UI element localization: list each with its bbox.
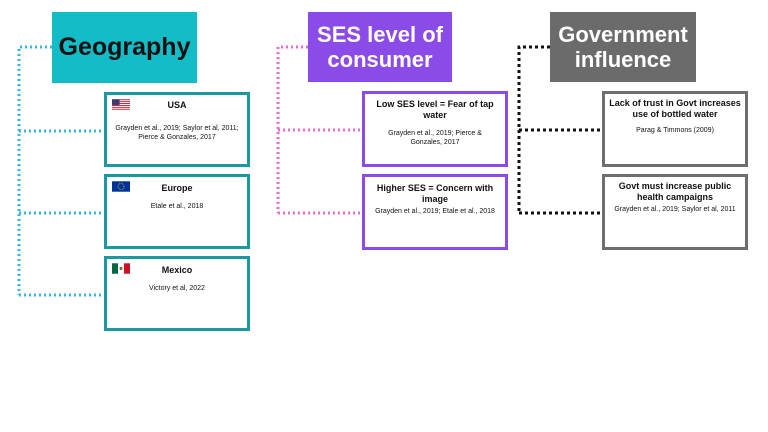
card-citation: Grayden et al., 2019; Saylor et al, 2011 bbox=[614, 205, 736, 213]
card-citation: Etale et al., 2018 bbox=[150, 202, 204, 210]
geography-card-europe: Europe Etale et al., 2018 bbox=[104, 174, 250, 249]
us-flag-icon bbox=[112, 99, 130, 110]
card-title: Europe bbox=[161, 183, 193, 193]
card-title: USA bbox=[167, 100, 187, 110]
ses-card-low: Low SES level = Fear of tap water Grayde… bbox=[362, 91, 508, 167]
card-citation: Parag & Timmons (2009) bbox=[636, 126, 714, 134]
geography-header: Geography bbox=[52, 12, 197, 83]
eu-flag-icon bbox=[112, 181, 130, 192]
card-citation: Victory et al, 2022 bbox=[149, 284, 205, 292]
geography-connector bbox=[17, 45, 104, 297]
government-header: Government influence bbox=[550, 12, 696, 82]
card-citation: Grayden et al., 2019; Pierce & Gonzales,… bbox=[388, 129, 482, 147]
government-card-campaigns: Govt must increase public health campaig… bbox=[602, 174, 748, 250]
geography-card-usa: USA Grayden et al., 2019; Saylor et al, … bbox=[104, 92, 250, 167]
government-card-trust: Lack of trust in Govt increases use of b… bbox=[602, 91, 748, 167]
card-citation: Grayden et al., 2019; Saylor et al, 2011… bbox=[115, 124, 239, 142]
card-title: Higher SES = Concern with image bbox=[376, 183, 494, 204]
card-title: Low SES level = Fear of tap water bbox=[376, 99, 494, 120]
card-title: Govt must increase public health campaig… bbox=[618, 181, 732, 202]
geography-card-mexico: Mexico Victory et al, 2022 bbox=[104, 256, 250, 331]
government-connector bbox=[517, 45, 602, 215]
mexico-flag-icon bbox=[112, 263, 130, 274]
ses-card-high: Higher SES = Concern with image Grayden … bbox=[362, 174, 508, 250]
ses-header: SES level of consumer bbox=[308, 12, 452, 82]
card-citation: Grayden et al., 2019; Etale et al., 2018 bbox=[375, 207, 495, 215]
ses-connector bbox=[276, 45, 362, 215]
card-title: Lack of trust in Govt increases use of b… bbox=[609, 98, 741, 119]
card-title: Mexico bbox=[161, 265, 193, 275]
